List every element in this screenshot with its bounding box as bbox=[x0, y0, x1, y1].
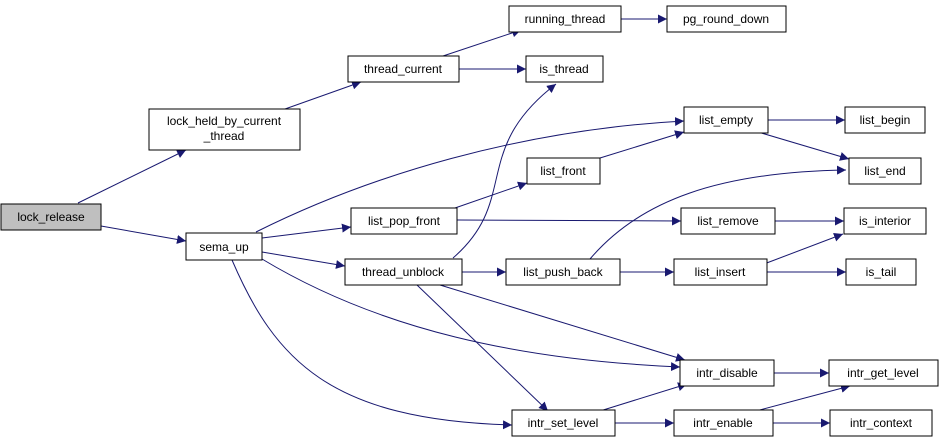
edge-thread_unblock-is_thread bbox=[452, 83, 557, 259]
node-intr-context[interactable]: intr_context bbox=[829, 409, 933, 437]
node-label: pg_round_down bbox=[683, 12, 769, 26]
edge-intr_enable-intr_get_level bbox=[755, 383, 851, 412]
edge-thread_unblock-intr_disable bbox=[439, 284, 686, 362]
node-lock-held-by-current-thread[interactable]: lock_held_by_current _thread bbox=[148, 108, 301, 151]
edge-lock_release-sema_up bbox=[100, 225, 187, 244]
node-sema-up[interactable]: sema_up bbox=[185, 232, 263, 261]
node-label: thread_unblock bbox=[362, 265, 445, 279]
node-intr-get-level[interactable]: intr_get_level bbox=[828, 359, 939, 387]
edge-sema_up-thread_unblock bbox=[261, 251, 346, 269]
node-list-front[interactable]: list_front bbox=[526, 157, 601, 185]
node-is-interior[interactable]: is_interior bbox=[843, 207, 927, 235]
node-label: intr_set_level bbox=[528, 416, 599, 430]
node-label: intr_context bbox=[850, 416, 913, 430]
node-label: list_empty bbox=[699, 113, 753, 127]
edge-thread_current-running_thread bbox=[442, 28, 522, 57]
node-label: intr_enable bbox=[693, 416, 753, 430]
edge-thread_unblock-intr_set_level bbox=[416, 284, 549, 412]
node-label: intr_get_level bbox=[847, 366, 918, 380]
node-label: list_push_back bbox=[523, 265, 603, 279]
node-label: intr_disable bbox=[696, 366, 758, 380]
edge-sema_up-intr_disable bbox=[261, 258, 681, 372]
node-list-remove[interactable]: list_remove bbox=[680, 207, 776, 235]
node-is-tail[interactable]: is_tail bbox=[845, 258, 917, 286]
node-label: is_thread bbox=[539, 62, 588, 76]
node-label: list_remove bbox=[697, 214, 759, 228]
node-intr-enable[interactable]: intr_enable bbox=[673, 409, 774, 437]
edge-list_pop_front-list_remove bbox=[456, 216, 682, 226]
edge-lock_release-lock_held bbox=[77, 149, 187, 204]
edge-list_push_back-list_end bbox=[589, 165, 847, 260]
node-lock-release[interactable]: lock_release bbox=[0, 203, 102, 231]
node-label: sema_up bbox=[199, 240, 249, 254]
edge-sema_up-intr_set_level bbox=[231, 259, 513, 430]
node-label: is_tail bbox=[866, 265, 897, 279]
node-thread-current[interactable]: thread_current bbox=[347, 55, 460, 83]
node-label: list_begin bbox=[860, 113, 911, 127]
edge-sema_up-list_empty bbox=[255, 117, 685, 233]
node-label: is_interior bbox=[859, 214, 911, 228]
edge-list_insert-is_interior bbox=[763, 232, 844, 265]
node-intr-disable[interactable]: intr_disable bbox=[679, 359, 775, 387]
node-label: list_end bbox=[864, 164, 905, 178]
node-label: running_thread bbox=[525, 12, 606, 26]
edge-list_front-list_empty bbox=[599, 130, 685, 159]
edges bbox=[77, 14, 851, 430]
node-intr-set-level[interactable]: intr_set_level bbox=[511, 409, 616, 437]
node-pg-round-down[interactable]: pg_round_down bbox=[666, 5, 787, 33]
edge-list_empty-list_end bbox=[757, 131, 850, 161]
edge-sema_up-list_pop_front bbox=[261, 223, 352, 239]
node-label: thread_current bbox=[364, 62, 443, 76]
node-label-line1: lock_held_by_current bbox=[167, 114, 282, 128]
node-list-end[interactable]: list_end bbox=[848, 157, 922, 185]
edge-intr_set_level-intr_disable bbox=[599, 382, 688, 412]
node-label: list_insert bbox=[695, 265, 746, 279]
node-label: list_pop_front bbox=[368, 214, 441, 228]
node-is-thread[interactable]: is_thread bbox=[525, 55, 604, 83]
node-thread-unblock[interactable]: thread_unblock bbox=[344, 258, 463, 286]
edge-list_pop_front-list_front bbox=[454, 181, 528, 209]
node-label-line2: _thread bbox=[203, 129, 245, 143]
node-label: lock_release bbox=[17, 210, 85, 224]
node-running-thread[interactable]: running_thread bbox=[508, 5, 622, 33]
node-list-insert[interactable]: list_insert bbox=[673, 258, 768, 286]
node-list-pop-front[interactable]: list_pop_front bbox=[350, 207, 458, 235]
edge-lock_held-thread_current bbox=[284, 80, 362, 110]
node-list-push-back[interactable]: list_push_back bbox=[505, 258, 621, 286]
node-label: list_front bbox=[540, 164, 586, 178]
node-list-empty[interactable]: list_empty bbox=[683, 106, 769, 134]
node-list-begin[interactable]: list_begin bbox=[844, 106, 926, 134]
